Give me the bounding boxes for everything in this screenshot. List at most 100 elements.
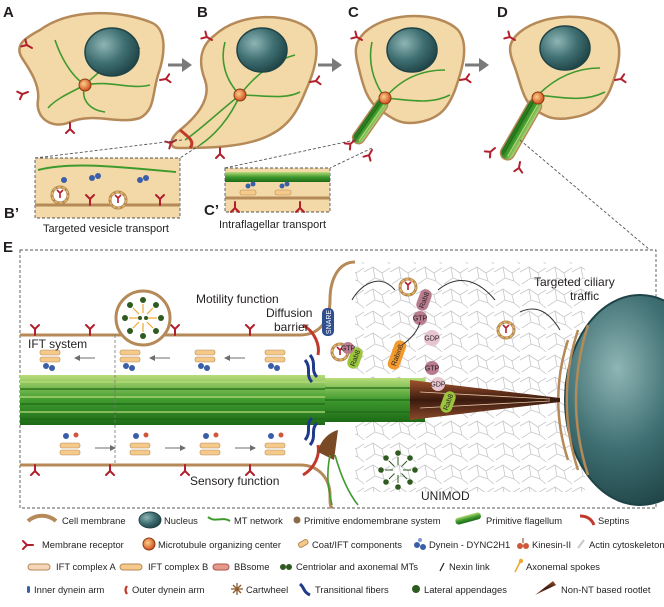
legend-item-lateral: Lateral appendages: [412, 584, 507, 595]
nucleus-a: [84, 27, 140, 77]
centriolar-mts-icon: [280, 564, 292, 570]
legend-item-nucleus: Nucleus: [138, 511, 198, 529]
legend-item-bbsome: BBsome: [212, 561, 269, 572]
gdp-label-1: GDP: [424, 336, 440, 343]
legend-item-ift-b: IFT complex B: [119, 561, 208, 572]
bbsome-icon: [212, 563, 230, 571]
kinesin-icon: [517, 538, 529, 549]
targeted-traffic-label-1: Targeted ciliary: [534, 275, 615, 289]
endomembrane-icon: [293, 516, 301, 524]
svg-text:IFT complex A: IFT complex A: [56, 561, 116, 572]
panel-b: B: [164, 4, 322, 159]
svg-text:Membrane receptor: Membrane receptor: [42, 539, 124, 550]
panel-b-prime: B’ Targeted vesicle transport: [4, 157, 181, 235]
axoneme: [20, 375, 425, 425]
nexin-icon: [439, 562, 445, 572]
coat-ift-icon: [297, 539, 309, 548]
diffusion-label-2: barrier: [274, 320, 309, 334]
lateral-icon: [412, 585, 420, 593]
legend-item-outer-dynein: Outer dynein arm: [124, 584, 205, 595]
actin-icon: [577, 539, 585, 549]
svg-text:Kinesin-II: Kinesin-II: [532, 539, 571, 550]
svg-text:IFT complex B: IFT complex B: [148, 561, 208, 572]
dynein-icon: [414, 538, 426, 550]
legend: Cell membrane Nucleus MT network Primiti…: [22, 511, 664, 597]
ift-a-icon: [27, 563, 51, 571]
membrane-receptor-icon: [22, 540, 34, 550]
svg-text:Centriolar and axonemal MTs: Centriolar and axonemal MTs: [296, 561, 418, 572]
legend-item-inner-dynein: Inner dynein arm: [27, 584, 105, 595]
rootlet-icon: [535, 581, 556, 595]
legend-item-mtoc: Microtubule organizing center: [142, 537, 281, 551]
motility-label: Motility function: [196, 292, 279, 306]
legend-item-kinesin: Kinesin-II: [517, 538, 571, 550]
legend-item-cell-membrane: Cell membrane: [26, 513, 126, 526]
sensory-label: Sensory function: [190, 474, 279, 488]
svg-text:Axonemal spokes: Axonemal spokes: [526, 561, 600, 572]
svg-text:MT network: MT network: [234, 515, 283, 526]
gtp-label-1: GTP: [413, 316, 428, 323]
legend-item-coat-ift: Coat/IFT components: [297, 539, 402, 550]
gdp-label-2: GDP: [430, 382, 446, 389]
caption-b-prime: Targeted vesicle transport: [43, 223, 169, 235]
legend-item-spokes: Axonemal spokes: [514, 558, 600, 573]
panel-a-letter: A: [3, 4, 14, 21]
outer-dynein-icon: [124, 585, 128, 595]
svg-text:Dynein - DYNC2H1: Dynein - DYNC2H1: [429, 539, 510, 550]
ift-system-label: IFT system: [28, 337, 87, 351]
svg-text:Cartwheel: Cartwheel: [246, 584, 288, 595]
actin-network: [355, 262, 585, 492]
legend-item-cartwheel: Cartwheel: [231, 583, 288, 595]
targeted-traffic-label-2: traffic: [570, 289, 599, 303]
nucleus-icon: [138, 511, 162, 529]
ift-trains: [39, 335, 286, 465]
panel-c-letter: C: [348, 4, 359, 21]
rab-cycle: Rab8 GTP GDP Rab8 GTP Rabin8 GTP GDP Rab…: [341, 280, 561, 413]
diffusion-label-1: Diffusion: [266, 306, 312, 320]
transitional-icon: [298, 582, 311, 597]
svg-text:Microtubule organizing center: Microtubule organizing center: [158, 539, 281, 550]
svg-text:BBsome: BBsome: [234, 561, 269, 572]
panel-e: E: [3, 239, 664, 510]
snare: SNARE: [322, 308, 334, 336]
svg-text:Lateral appendages: Lateral appendages: [424, 584, 507, 595]
mtoc-a: [78, 78, 92, 92]
svg-text:Primitive endomembrane system: Primitive endomembrane system: [304, 515, 441, 526]
svg-text:Nexin link: Nexin link: [449, 561, 490, 572]
panel-b-letter: B: [197, 4, 208, 21]
legend-item-ift-a: IFT complex A: [27, 561, 116, 572]
panel-a: A: [3, 4, 172, 134]
legend-item-dynein: Dynein - DYNC2H1: [414, 538, 510, 550]
legend-item-endomembrane: Primitive endomembrane system: [293, 515, 441, 526]
transitional-fibers: [303, 354, 319, 446]
legend-item-rootlet: Non-NT based rootlet: [535, 581, 651, 595]
spokes-icon: [514, 558, 524, 573]
panel-b-prime-letter: B’: [4, 205, 19, 222]
legend-item-transitional: Transitional fibers: [298, 582, 389, 597]
svg-text:Primitive flagellum: Primitive flagellum: [486, 515, 562, 526]
svg-text:Actin cytoskeleton: Actin cytoskeleton: [589, 539, 664, 550]
septins-icon: [579, 514, 596, 526]
svg-text:Transitional fibers: Transitional fibers: [315, 584, 389, 595]
ift-b-icon: [119, 563, 143, 571]
mtoc-icon: [142, 537, 156, 551]
panel-c: C: [343, 4, 472, 162]
unimod-label: UNIMOD: [421, 489, 470, 503]
svg-text:Inner dynein arm: Inner dynein arm: [34, 584, 105, 595]
legend-item-centriolar-mts: Centriolar and axonemal MTs: [280, 561, 418, 572]
svg-text:Septins: Septins: [598, 515, 630, 526]
legend-item-actin: Actin cytoskeleton: [577, 539, 664, 550]
mt-network-icon: [207, 516, 231, 522]
panel-c-prime: C’ Intraflagellar transport: [204, 167, 331, 231]
caption-c-prime: Intraflagellar transport: [219, 219, 326, 231]
unimod-cartwheel: [378, 450, 418, 490]
snare-label: SNARE: [326, 310, 333, 334]
panel-e-letter: E: [3, 239, 13, 256]
gtp-label-2: GTP: [341, 346, 356, 353]
inner-dynein-icon: [27, 586, 30, 593]
gtp-label-3: GTP: [425, 366, 440, 373]
legend-item-nexin: Nexin link: [439, 561, 490, 572]
svg-text:Nucleus: Nucleus: [164, 515, 198, 526]
legend-item-mt-network: MT network: [207, 515, 283, 526]
